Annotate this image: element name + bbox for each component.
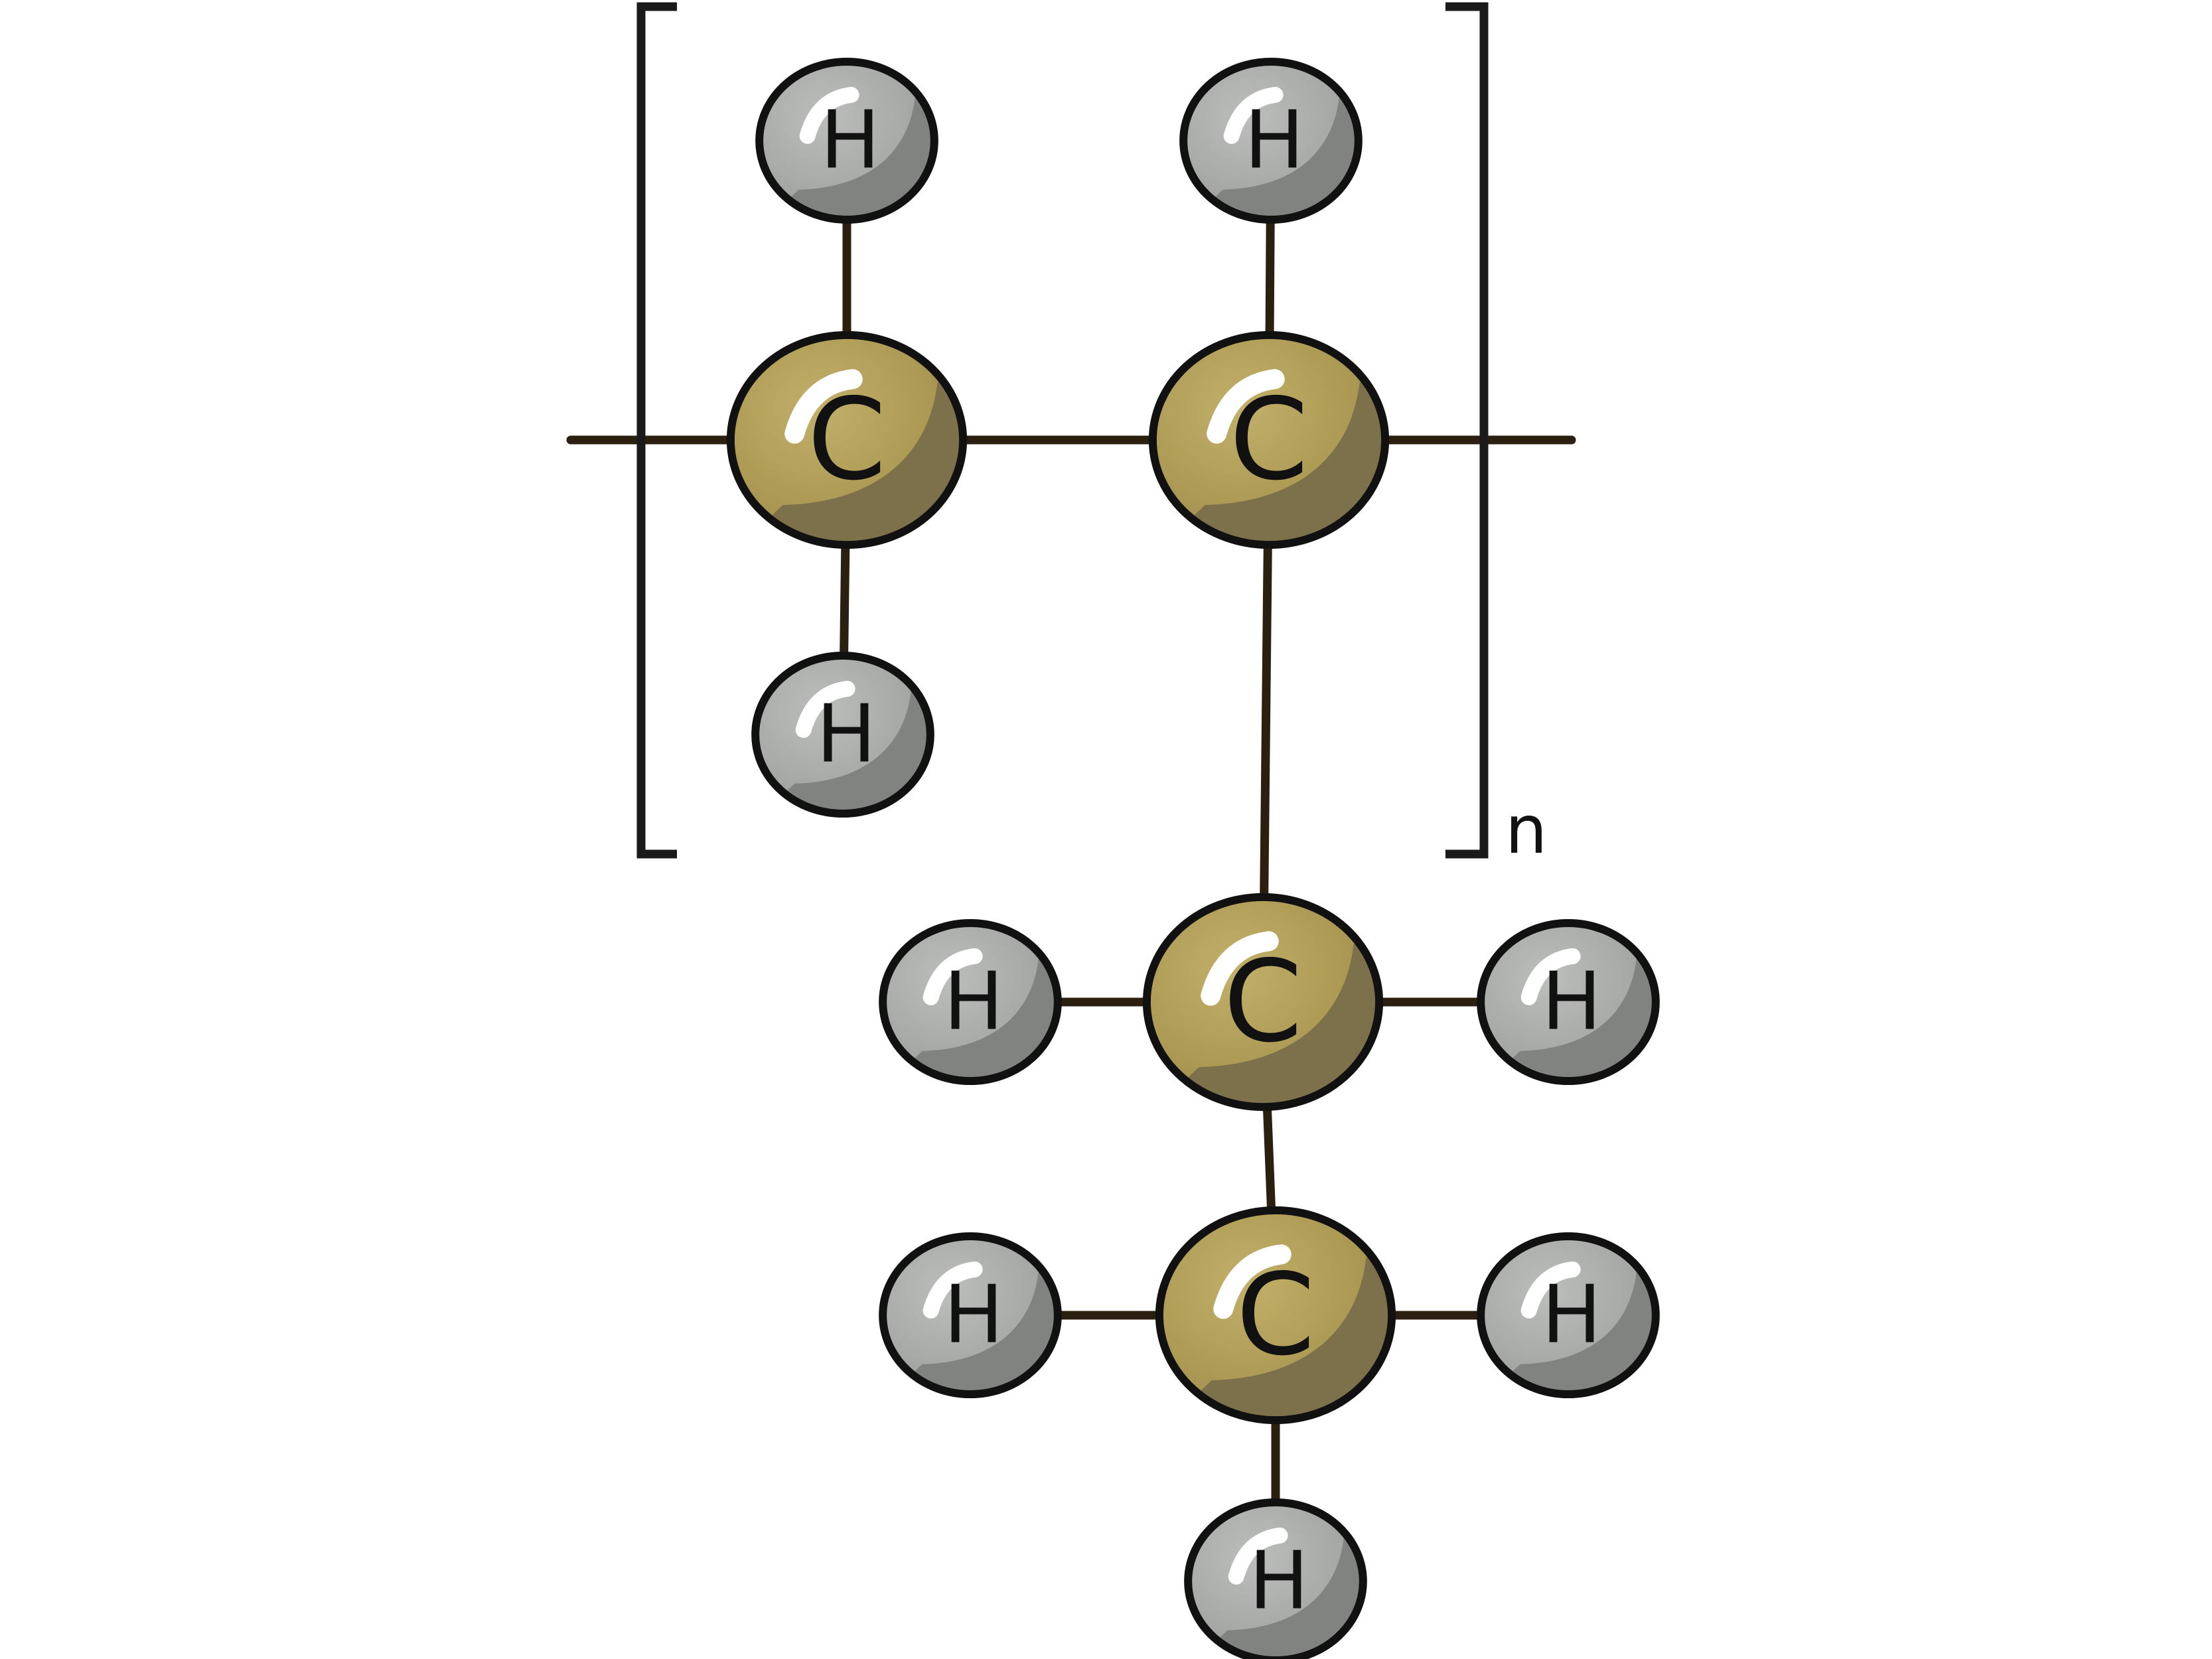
atom-highlight <box>799 86 859 144</box>
atom-highlight <box>922 1261 983 1319</box>
atom-label-c2: C <box>1230 374 1309 506</box>
atom-outline <box>726 330 968 549</box>
atom-label-h2: H <box>1244 95 1304 187</box>
atom-label-h4: H <box>944 956 1003 1048</box>
atom-outline <box>1477 918 1660 1086</box>
atom-outline <box>1155 1206 1396 1425</box>
atom-label-c4: C <box>1236 1250 1315 1381</box>
atom-highlight <box>784 369 863 444</box>
hydrogen-atom-h5: H <box>1477 918 1660 1086</box>
atom-highlight <box>1207 369 1285 444</box>
hydrogen-atom-h4: H <box>879 918 1062 1086</box>
atom-label-h1: H <box>820 95 880 187</box>
atom-highlight <box>1223 86 1284 144</box>
atom-label-h7: H <box>1542 1269 1601 1362</box>
hydrogen-atom-h6: H <box>879 1232 1062 1399</box>
repeat-subscript-n: n <box>1505 791 1547 869</box>
atom-label-c1: C <box>808 374 887 506</box>
carbon-atom-c3: C <box>1142 893 1384 1112</box>
carbon-atom-c2: C <box>1148 330 1390 549</box>
atom-label-h8: H <box>1249 1536 1309 1628</box>
atom-outline <box>1179 57 1363 224</box>
carbon-atom-c1: C <box>726 330 968 549</box>
hydrogen-atom-h1: H <box>755 57 938 224</box>
atom-outline <box>1142 893 1384 1112</box>
hydrogen-atom-h3: H <box>751 651 934 818</box>
atom-outline <box>879 1232 1062 1399</box>
atom-label-h6: H <box>944 1269 1003 1362</box>
hydrogen-atom-h7: H <box>1477 1232 1660 1399</box>
atom-layer: C C C C H H H H H H H H <box>726 57 1660 1659</box>
repeat-unit-brackets: n <box>566 2 1576 869</box>
atom-outline <box>751 651 934 818</box>
hydrogen-atom-h8: H <box>1184 1498 1367 1659</box>
atom-outline <box>755 57 938 224</box>
atom-outline <box>1477 1232 1660 1399</box>
left-bracket <box>636 2 677 859</box>
right-bracket <box>1445 2 1489 859</box>
atom-label-h3: H <box>816 689 876 781</box>
atom-highlight <box>1201 931 1279 1006</box>
atom-highlight <box>1520 948 1581 1005</box>
atom-highlight <box>1520 1261 1581 1319</box>
atom-label-h5: H <box>1542 956 1601 1048</box>
atom-outline <box>1184 1498 1367 1659</box>
atom-outline <box>879 918 1062 1086</box>
carbon-atom-c4: C <box>1155 1206 1396 1425</box>
atom-outline <box>1148 330 1390 549</box>
atom-label-c3: C <box>1224 936 1303 1068</box>
atom-highlight <box>1228 1527 1288 1585</box>
atom-highlight <box>795 680 855 738</box>
atom-highlight <box>1213 1244 1291 1319</box>
atom-highlight <box>922 948 983 1005</box>
hydrogen-atom-h2: H <box>1179 57 1363 224</box>
